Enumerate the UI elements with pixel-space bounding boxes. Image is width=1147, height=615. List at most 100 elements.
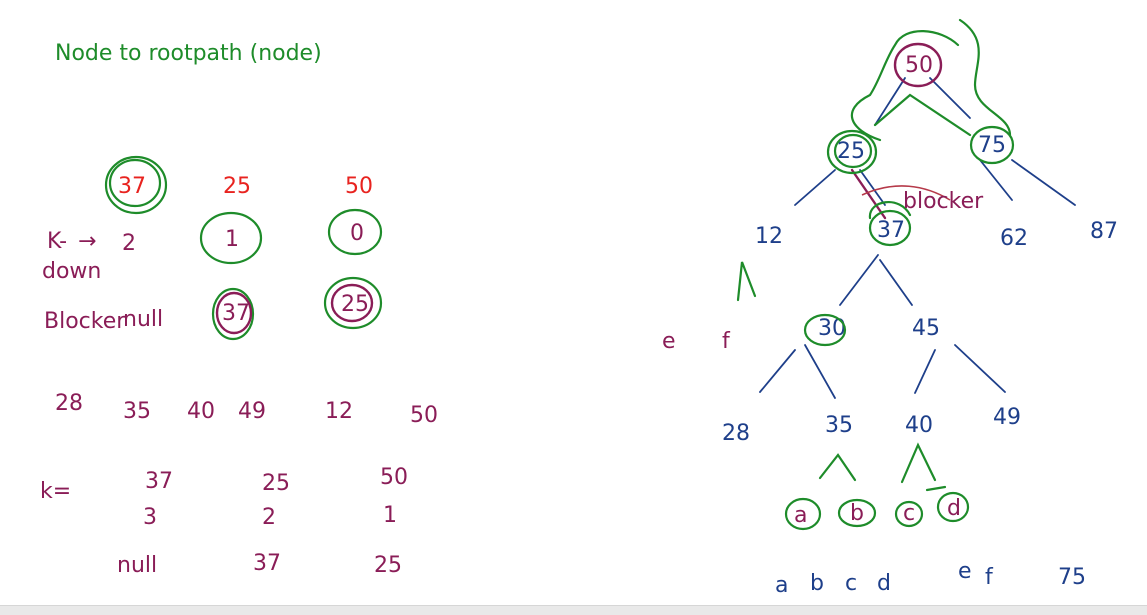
node-25-circle-inner [833, 133, 873, 169]
kt-row3-37: 37 [253, 551, 281, 576]
k-value-0: 0 [350, 221, 364, 246]
bottom-b: b [810, 571, 824, 596]
seq-12: 12 [325, 399, 353, 424]
blocker-arrow [861, 185, 951, 201]
bottom-a: a [775, 573, 788, 598]
leaf-d: d [947, 496, 961, 521]
edge-45-40 [914, 349, 936, 394]
edge-12-leaves [736, 261, 757, 302]
node-12: 12 [755, 224, 783, 249]
node-49: 49 [993, 405, 1021, 430]
leaf-e: e [662, 329, 676, 354]
edge-75-87 [1011, 159, 1076, 206]
circle-blocker-25 [323, 276, 383, 330]
leaf-d-circle [936, 491, 970, 523]
kt-row3-null: null [117, 553, 157, 578]
kt-row2-3: 3 [143, 505, 157, 530]
node-30-circle [803, 313, 847, 347]
tree-edges [759, 77, 1076, 399]
node-37-scribble [868, 201, 912, 220]
edge-37-45 [879, 259, 913, 306]
seq-40: 40 [187, 399, 215, 424]
node-25-circle [826, 129, 878, 175]
bottom-e: e [958, 559, 972, 584]
circle-blocker-25-purple [330, 283, 374, 323]
leaf-f: f [722, 329, 731, 354]
node-28: 28 [722, 421, 750, 446]
blocker-null: null [123, 307, 163, 332]
node-40: 40 [905, 413, 933, 438]
node-25: 25 [837, 139, 865, 164]
k-arrow: → [78, 229, 96, 254]
title-text: Node to rootpath (node) [55, 41, 322, 66]
edge-75-62 [979, 159, 1013, 201]
edge-45-49 [954, 344, 1006, 393]
kt-row2-2: 2 [262, 505, 276, 530]
edge-35-leaves [818, 453, 857, 482]
kt-row1-50: 50 [380, 465, 408, 490]
seq-28: 28 [55, 391, 83, 416]
blocker-note: blocker [903, 189, 984, 214]
leaf-a-circle [784, 497, 822, 531]
node-35: 35 [825, 413, 853, 438]
seq-35: 35 [123, 399, 151, 424]
edge-30-28 [759, 349, 796, 393]
edge-40-leaves [900, 442, 937, 484]
k-value-1: 1 [225, 227, 239, 252]
header-value-37: 37 [118, 174, 146, 199]
bottom-d: d [877, 571, 891, 596]
bottom-scroll-bar [0, 605, 1147, 615]
root-scribble-mid [873, 93, 972, 137]
header-value-25: 25 [223, 174, 251, 199]
bottom-f: f [985, 565, 994, 590]
leaf-b: b [850, 501, 864, 526]
node-37-circle [868, 209, 912, 247]
k-value-2: 2 [122, 231, 136, 256]
bottom-75: 75 [1058, 565, 1086, 590]
leaf-c-circle [894, 500, 924, 528]
circle-blocker-37-purple [215, 291, 253, 335]
tree-green-edges [736, 261, 947, 492]
node-50-circle [893, 42, 943, 88]
node-50: 50 [905, 53, 933, 78]
node-45: 45 [912, 316, 940, 341]
circle-37-inner [108, 158, 162, 208]
kt-row3-25: 25 [374, 553, 402, 578]
down-label: down [42, 259, 101, 284]
blocker-37: 37 [222, 301, 250, 326]
bottom-c: c [845, 571, 857, 596]
seq-49: 49 [238, 399, 266, 424]
circle-k-0 [327, 208, 383, 256]
k-label: K- [47, 229, 67, 254]
node-62: 62 [1000, 226, 1028, 251]
blocker-25: 25 [341, 292, 369, 317]
node-75: 75 [978, 133, 1006, 158]
circle-37 [104, 155, 168, 215]
node-37: 37 [877, 218, 905, 243]
edge-50-25 [874, 77, 906, 126]
circle-k-1 [199, 211, 263, 265]
root-scribble-right [958, 18, 1012, 137]
edge-25-37 [859, 169, 886, 206]
edge-30-35 [804, 344, 836, 399]
path-25-37 [850, 168, 887, 220]
leaf-b-circle [837, 498, 877, 528]
root-scribble-left [850, 30, 960, 142]
edge-50-75 [929, 77, 971, 119]
edge-c-d [925, 485, 947, 492]
node-87: 87 [1090, 219, 1118, 244]
k-eq-label: k= [40, 479, 71, 504]
kt-row2-1: 1 [383, 503, 397, 528]
kt-row1-37: 37 [145, 469, 173, 494]
node-75-circle [969, 125, 1015, 165]
circle-blocker-37 [211, 287, 255, 341]
leaf-c: c [903, 501, 915, 526]
kt-row1-25: 25 [262, 471, 290, 496]
blocker-label: Blocker [44, 309, 126, 334]
edge-25-12 [794, 169, 836, 206]
header-value-50: 50 [345, 174, 373, 199]
edge-37-30 [839, 254, 879, 306]
seq-50: 50 [410, 403, 438, 428]
